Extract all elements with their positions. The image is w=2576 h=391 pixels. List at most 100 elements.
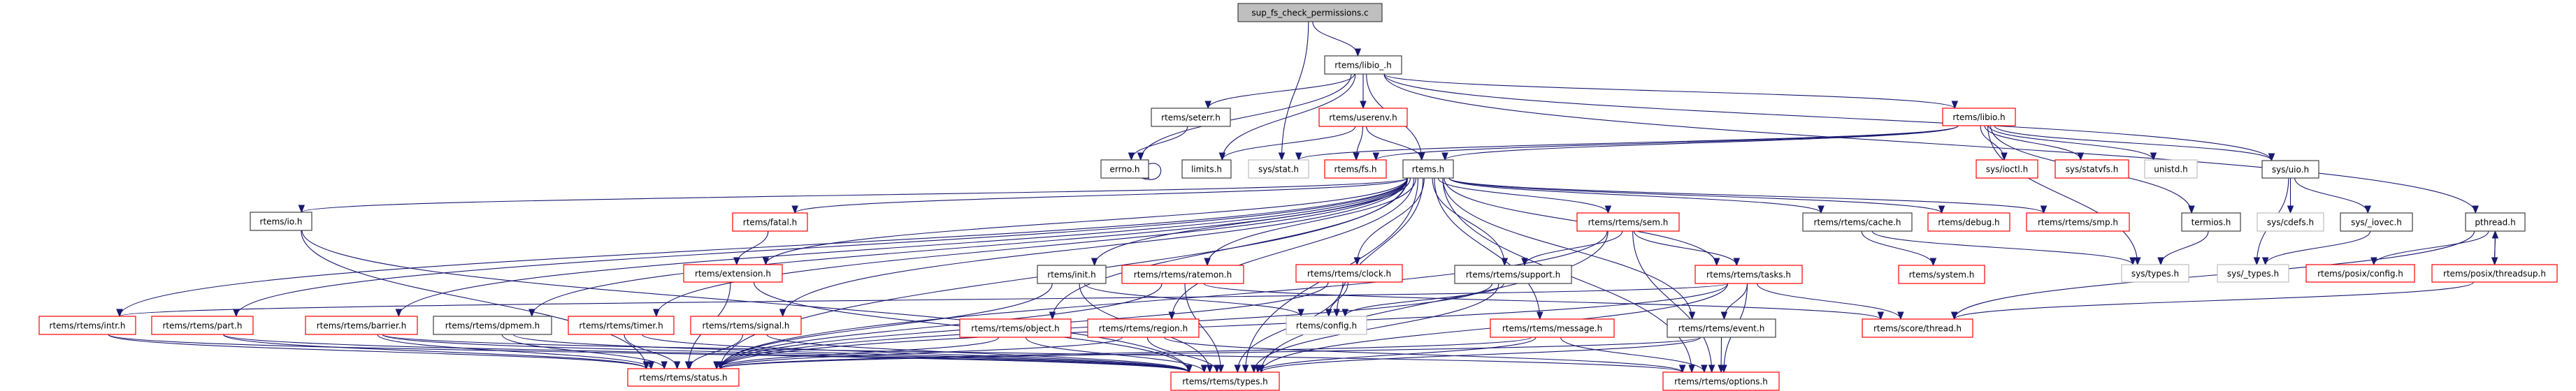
node-config[interactable]: rtems/config.h xyxy=(1286,316,1367,335)
node-cdefs[interactable]: sys/cdefs.h xyxy=(2257,212,2324,232)
node-iovec[interactable]: sys/_iovec.h xyxy=(2340,212,2413,232)
node-sem[interactable]: rtems/rtems/sem.h xyxy=(1576,212,1680,232)
node-box[interactable] xyxy=(2121,264,2189,283)
node-box[interactable] xyxy=(250,212,312,231)
node-box[interactable] xyxy=(683,264,783,283)
node-ioctl[interactable]: sys/ioctl.h xyxy=(1976,159,2038,179)
node-box[interactable] xyxy=(1802,212,1913,232)
node-debug[interactable]: rtems/debug.h xyxy=(1927,212,2010,232)
node-libio_[interactable]: rtems/libio_.h xyxy=(1324,55,1402,75)
node-options[interactable]: rtems/rtems/options.h xyxy=(1662,371,1780,391)
node-box[interactable] xyxy=(1927,212,2010,232)
node-box[interactable] xyxy=(2217,264,2289,283)
node-box[interactable] xyxy=(627,368,740,387)
node-box[interactable] xyxy=(1295,264,1403,283)
node-thread[interactable]: rtems/score/thread.h xyxy=(1862,318,1973,338)
node-libio[interactable]: rtems/libio.h xyxy=(1942,108,2016,126)
node-fs[interactable]: rtems/fs.h xyxy=(1324,159,1387,179)
node-box[interactable] xyxy=(2144,159,2198,179)
node-box[interactable] xyxy=(1402,159,1454,179)
node-box[interactable] xyxy=(151,316,254,335)
node-box[interactable] xyxy=(1667,318,1776,338)
node-message[interactable]: rtems/rtems/message.h xyxy=(1490,318,1615,338)
node-box[interactable] xyxy=(1324,159,1387,179)
node-pthread[interactable]: pthread.h xyxy=(2465,212,2526,232)
node-smp[interactable]: rtems/rtems/smp.h xyxy=(2026,212,2130,232)
node-systypes[interactable]: sys/types.h xyxy=(2121,264,2189,283)
node-uio[interactable]: sys/uio.h xyxy=(2261,160,2319,179)
node-box[interactable] xyxy=(1694,265,1803,284)
node-statvfs[interactable]: sys/statvfs.h xyxy=(2055,159,2129,179)
node-box[interactable] xyxy=(732,212,808,232)
node-init[interactable]: rtems/init.h xyxy=(1037,265,1107,284)
node-box[interactable] xyxy=(2431,264,2558,283)
node-box[interactable] xyxy=(433,316,552,335)
node-box[interactable] xyxy=(2305,264,2415,283)
node-clock[interactable]: rtems/rtems/clock.h xyxy=(1295,264,1403,283)
node-posixconfig[interactable]: rtems/posix/config.h xyxy=(2305,264,2415,283)
node-box[interactable] xyxy=(690,316,802,335)
node-root[interactable]: sup_fs_check_permissions.c xyxy=(1237,3,1383,22)
node-extension[interactable]: rtems/extension.h xyxy=(683,264,783,283)
node-system[interactable]: rtems/system.h xyxy=(1898,265,1985,284)
node-box[interactable] xyxy=(1490,318,1615,338)
node-event[interactable]: rtems/rtems/event.h xyxy=(1667,318,1776,338)
node-box[interactable] xyxy=(2465,212,2526,232)
node-rtems[interactable]: rtems.h xyxy=(1402,159,1454,179)
node-box[interactable] xyxy=(2181,212,2241,232)
node-intr[interactable]: rtems/rtems/intr.h xyxy=(38,316,136,335)
node-box[interactable] xyxy=(2026,212,2130,232)
node-box[interactable] xyxy=(1248,159,1309,179)
node-timer[interactable]: rtems/rtems/timer.h xyxy=(568,316,675,335)
node-part[interactable]: rtems/rtems/part.h xyxy=(151,316,254,335)
node-dpmem[interactable]: rtems/rtems/dpmem.h xyxy=(433,316,552,335)
node-box[interactable] xyxy=(1181,159,1232,179)
node-box[interactable] xyxy=(305,316,418,335)
node-tasks[interactable]: rtems/rtems/tasks.h xyxy=(1694,265,1803,284)
node-box[interactable] xyxy=(1286,316,1367,335)
node-signal[interactable]: rtems/rtems/signal.h xyxy=(690,316,802,335)
node-box[interactable] xyxy=(2055,159,2129,179)
node-termios[interactable]: termios.h xyxy=(2181,212,2241,232)
node-box[interactable] xyxy=(568,316,675,335)
node-sys_types[interactable]: sys/_types.h xyxy=(2217,264,2289,283)
node-cache[interactable]: rtems/rtems/cache.h xyxy=(1802,212,1913,232)
node-box[interactable] xyxy=(1087,318,1200,338)
node-box[interactable] xyxy=(1862,318,1973,338)
node-box[interactable] xyxy=(1151,108,1231,127)
node-box[interactable] xyxy=(2261,160,2319,179)
node-threadsup[interactable]: rtems/posix/threadsup.h xyxy=(2431,264,2558,283)
node-box[interactable] xyxy=(959,318,1072,338)
node-types[interactable]: rtems/rtems/types.h xyxy=(1170,371,1280,391)
node-support[interactable]: rtems/rtems/support.h xyxy=(1454,265,1572,284)
node-errno[interactable]: errno.h xyxy=(1100,159,1149,179)
node-box[interactable] xyxy=(2257,212,2324,232)
node-box[interactable] xyxy=(1942,108,2016,126)
node-box[interactable] xyxy=(1237,3,1383,22)
node-barrier[interactable]: rtems/rtems/barrier.h xyxy=(305,316,418,335)
node-seterr[interactable]: rtems/seterr.h xyxy=(1151,108,1231,127)
node-status[interactable]: rtems/rtems/status.h xyxy=(627,368,740,387)
node-unistd[interactable]: unistd.h xyxy=(2144,159,2198,179)
node-userenv[interactable]: rtems/userenv.h xyxy=(1318,108,1408,127)
node-box[interactable] xyxy=(1976,159,2038,179)
node-limits[interactable]: limits.h xyxy=(1181,159,1232,179)
node-box[interactable] xyxy=(38,316,136,335)
node-box[interactable] xyxy=(1037,265,1107,284)
node-fatal[interactable]: rtems/fatal.h xyxy=(732,212,808,232)
node-io[interactable]: rtems/io.h xyxy=(250,212,312,231)
node-box[interactable] xyxy=(1662,371,1780,391)
node-box[interactable] xyxy=(1576,212,1680,232)
node-box[interactable] xyxy=(1100,159,1149,179)
node-box[interactable] xyxy=(1121,265,1244,284)
node-box[interactable] xyxy=(2340,212,2413,232)
node-object[interactable]: rtems/rtems/object.h xyxy=(959,318,1072,338)
node-box[interactable] xyxy=(1318,108,1408,127)
node-box[interactable] xyxy=(1898,265,1985,284)
node-box[interactable] xyxy=(1324,55,1402,75)
node-box[interactable] xyxy=(1454,265,1572,284)
node-box[interactable] xyxy=(1170,371,1280,391)
node-sysstat[interactable]: sys/stat.h xyxy=(1248,159,1309,179)
node-region[interactable]: rtems/rtems/region.h xyxy=(1087,318,1200,338)
node-ratemon[interactable]: rtems/rtems/ratemon.h xyxy=(1121,265,1244,284)
